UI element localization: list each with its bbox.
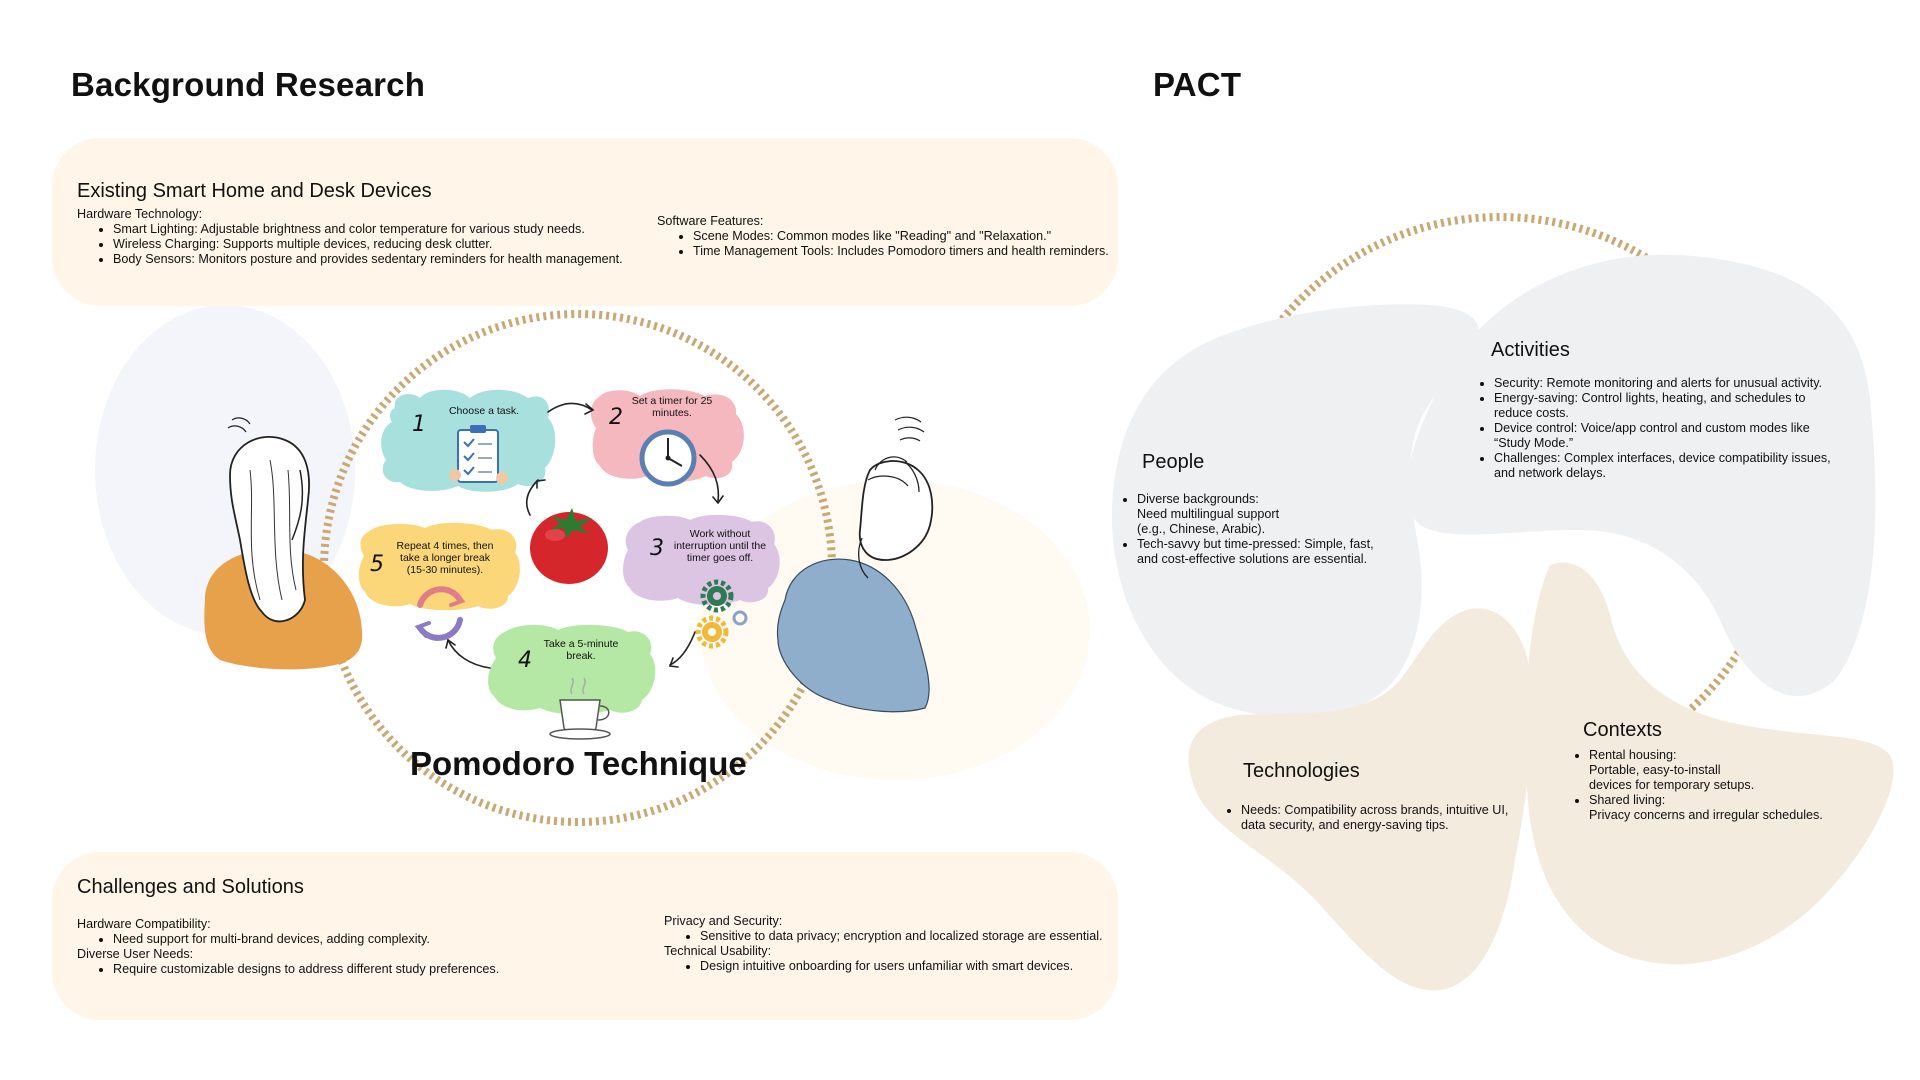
step-5-number: 5 <box>370 552 384 577</box>
coffee-cup-icon <box>549 677 611 740</box>
activities-blob <box>1407 254 1876 697</box>
hardware-item: Smart Lighting: Adjustable brightness an… <box>113 222 623 237</box>
step-3-cloud <box>623 514 780 606</box>
activities-item: Security: Remote monitoring and alerts f… <box>1494 376 1840 391</box>
step-5-text: Repeat 4 times, then take a longer break… <box>396 540 494 576</box>
clipboard-icon <box>449 425 508 484</box>
step-1-number: 1 <box>412 412 426 437</box>
step-4-number: 4 <box>518 648 532 673</box>
challenge-item: Need support for multi-brand devices, ad… <box>113 932 499 947</box>
gear-icon <box>695 579 748 649</box>
privacy-heading: Privacy and Security: <box>664 914 783 928</box>
hardware-item: Body Sensors: Monitors posture and provi… <box>113 252 623 267</box>
people-item: Diverse backgrounds: Need multilingual s… <box>1137 492 1391 537</box>
challenge-item: Design intuitive onboarding for users un… <box>700 959 1103 974</box>
contexts-list: Rental housing: Portable, easy-to-instal… <box>1573 748 1873 823</box>
software-features-block: Software Features: Scene Modes: Common m… <box>657 214 1109 259</box>
hardware-heading: Hardware Technology: <box>77 207 203 221</box>
technologies-list: Needs: Compatibility across brands, intu… <box>1225 803 1525 833</box>
background-research-heading: Background Research <box>71 66 426 103</box>
hardware-technology-block: Hardware Technology: Smart Lighting: Adj… <box>77 207 623 267</box>
technologies-title: Technologies <box>1243 760 1360 782</box>
activities-list: Security: Remote monitoring and alerts f… <box>1478 376 1840 481</box>
challenges-title: Challenges and Solutions <box>77 876 304 898</box>
step-5-cloud <box>358 522 520 611</box>
challenge-item: Require customizable designs to address … <box>113 962 499 977</box>
challenges-right-block: Privacy and Security: Sensitive to data … <box>664 914 1103 974</box>
diverse-needs-heading: Diverse User Needs: <box>77 947 194 961</box>
technologies-blob <box>1188 608 1533 991</box>
technologies-item: Needs: Compatibility across brands, intu… <box>1241 803 1525 833</box>
step-3-text: Work without interruption until the time… <box>673 528 767 564</box>
pact-heading: PACT <box>1153 66 1242 103</box>
step-2-number: 2 <box>609 405 623 430</box>
tomato-icon <box>530 508 608 584</box>
people-item: Tech-savvy but time-pressed: Simple, fas… <box>1137 537 1391 567</box>
people-title: People <box>1142 451 1205 473</box>
usability-heading: Technical Usability: <box>664 944 772 958</box>
activities-item: Device control: Voice/app control and cu… <box>1494 421 1840 451</box>
step-4-text: Take a 5-minute break. <box>543 638 619 662</box>
step-4-cloud <box>488 624 656 715</box>
step-1-text: Choose a task. <box>448 405 520 417</box>
step-3-number: 3 <box>650 536 664 561</box>
hardware-item: Wireless Charging: Supports multiple dev… <box>113 237 623 252</box>
repeat-arrows-icon <box>414 586 466 641</box>
pomodoro-title: Pomodoro Technique <box>410 745 747 782</box>
existing-devices-title: Existing Smart Home and Desk Devices <box>77 180 432 202</box>
activities-item: Energy-saving: Control lights, heating, … <box>1494 391 1840 421</box>
contexts-title: Contexts <box>1583 719 1662 741</box>
existing-devices-card <box>52 138 1118 306</box>
activities-title: Activities <box>1491 339 1570 361</box>
software-heading: Software Features: <box>657 214 764 228</box>
challenges-left-block: Hardware Compatibility: Need support for… <box>77 917 499 977</box>
step-2-text: Set a timer for 25 minutes. <box>631 395 713 419</box>
challenge-item: Sensitive to data privacy; encryption an… <box>700 929 1103 944</box>
contexts-item: Shared living: Privacy concerns and irre… <box>1589 793 1873 823</box>
activities-item: Challenges: Complex interfaces, device c… <box>1494 451 1840 481</box>
clock-icon <box>639 429 697 487</box>
contexts-blob <box>1525 562 1894 965</box>
people-blob <box>1111 304 1479 718</box>
hardware-compat-heading: Hardware Compatibility: <box>77 917 211 931</box>
challenges-card <box>52 852 1118 1020</box>
software-item: Time Management Tools: Includes Pomodoro… <box>693 244 1109 259</box>
software-item: Scene Modes: Common modes like "Reading"… <box>693 229 1109 244</box>
people-list: Diverse backgrounds: Need multilingual s… <box>1121 492 1391 567</box>
man-illustration <box>776 416 934 713</box>
cycle-arrows <box>445 402 724 669</box>
woman-illustration <box>204 417 363 670</box>
contexts-item: Rental housing: Portable, easy-to-instal… <box>1589 748 1873 793</box>
